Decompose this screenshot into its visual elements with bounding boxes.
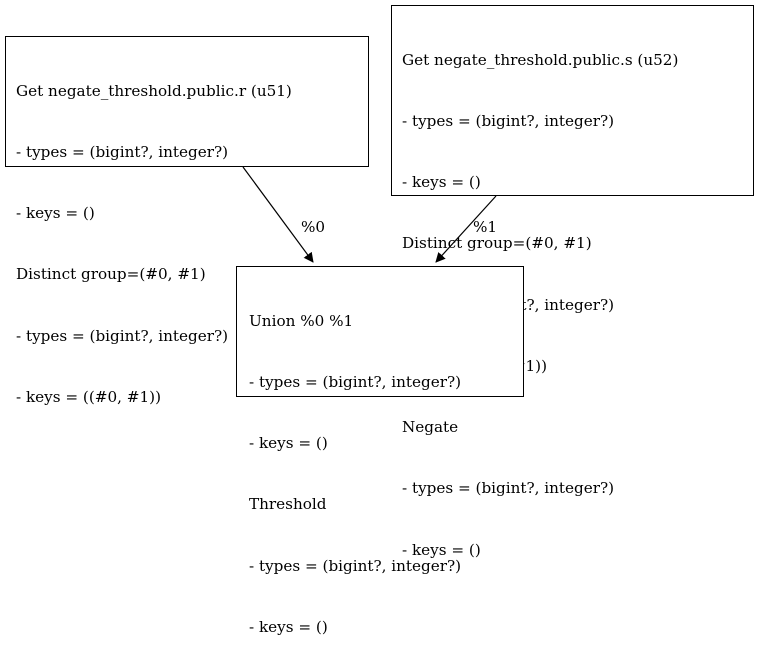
node-line: - keys = () — [16, 204, 95, 223]
node-line: - types = (bigint?, integer?) — [249, 373, 462, 392]
edge-u51-to-union — [242, 166, 314, 263]
node-line: Get negate_threshold.public.s (u52) — [402, 50, 679, 69]
node-line: - keys = () — [402, 173, 481, 192]
node-line: Threshold — [249, 495, 327, 514]
node-line: - keys = ((#0, #1)) — [16, 387, 162, 406]
graph-canvas — [242, 166, 497, 263]
node-line: Get negate_threshold.public.r (u51) — [16, 81, 292, 100]
node-u51: Get negate_threshold.public.r (u51) - ty… — [5, 36, 369, 406]
node-line: - keys = () — [249, 434, 328, 453]
node-line: - types = (bigint?, integer?) — [16, 326, 229, 345]
node-line: Union %0 %1 — [249, 311, 354, 330]
node-line: - types = (bigint?, integer?) — [16, 143, 229, 162]
edge-label-percent-1: %1 — [473, 218, 498, 236]
node-union: Union %0 %1 - types = (bigint?, integer?… — [236, 266, 524, 636]
edge-u52-to-union — [435, 195, 497, 263]
node-u52: Get negate_threshold.public.s (u52) - ty… — [391, 5, 754, 559]
node-line: Distinct group=(#0, #1) — [402, 234, 592, 253]
edge-label-percent-0: %0 — [301, 218, 326, 236]
node-line: - types = (bigint?, integer?) — [402, 112, 615, 131]
node-line: - keys = () — [249, 617, 328, 636]
node-line: Distinct group=(#0, #1) — [16, 265, 206, 284]
node-line: - types = (bigint?, integer?) — [249, 556, 462, 575]
